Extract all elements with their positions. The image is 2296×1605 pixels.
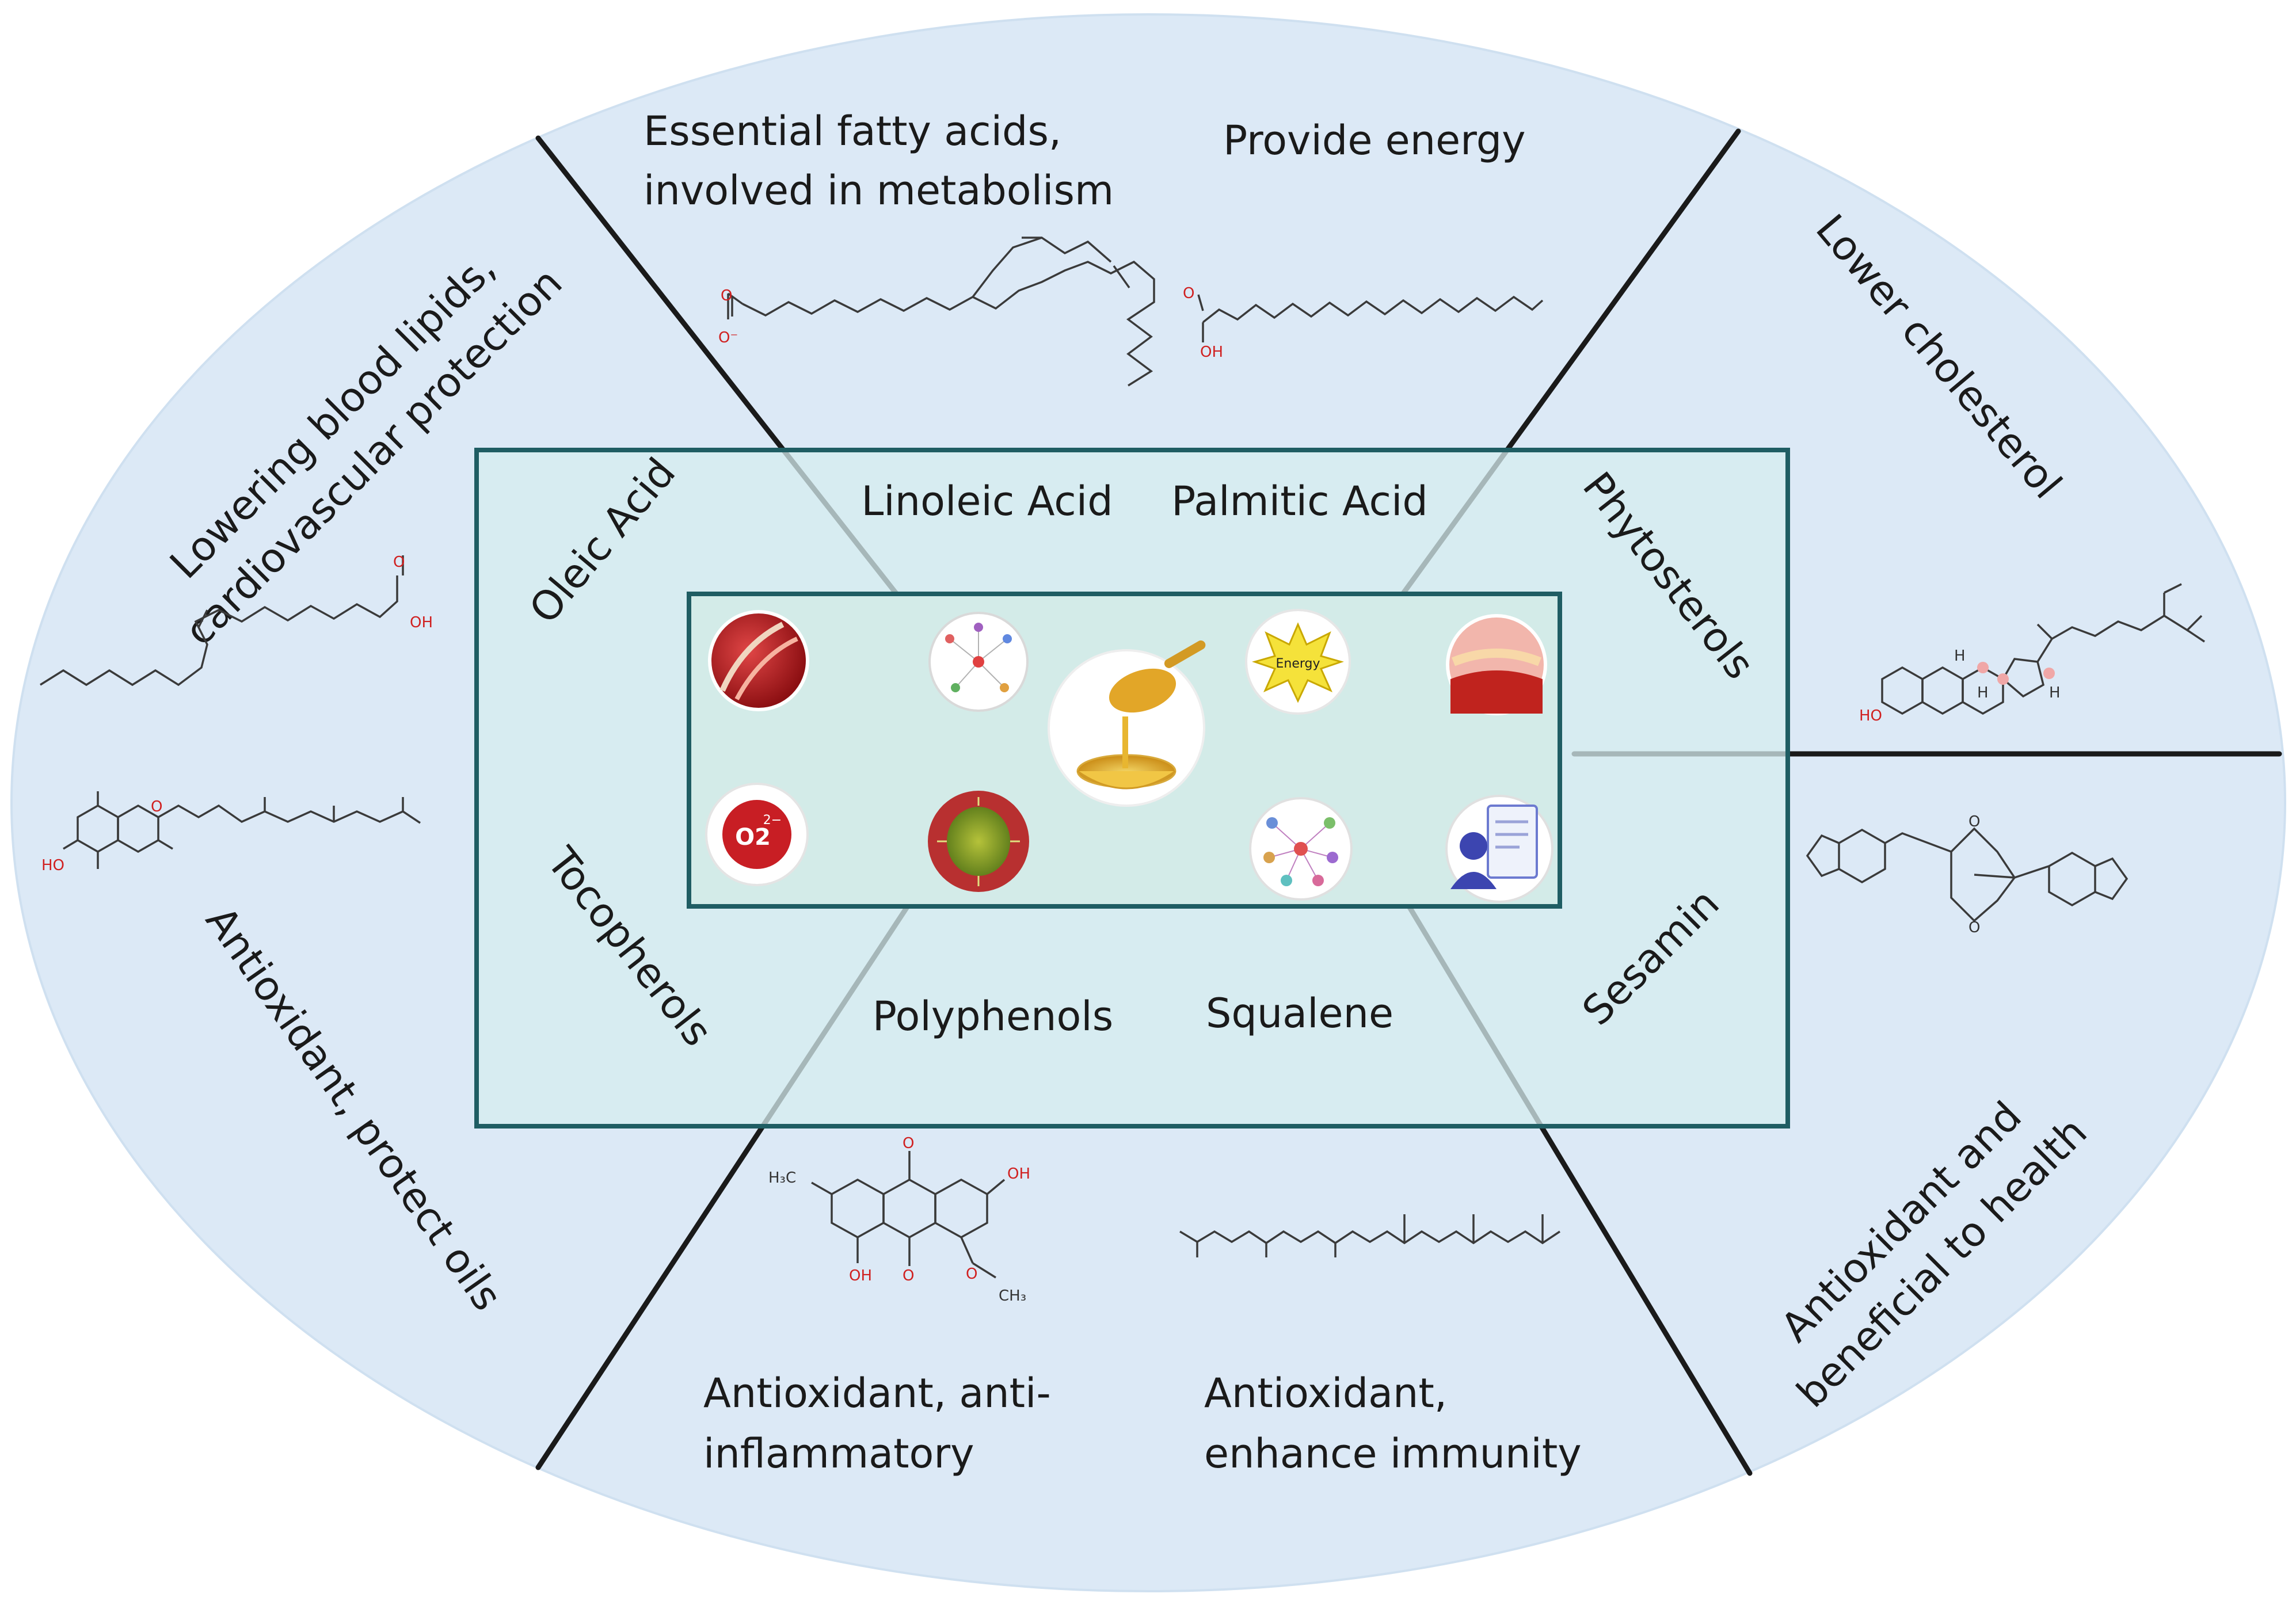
sesamin-o1: O: [1968, 813, 1980, 830]
label-squalene: Squalene: [1206, 990, 1393, 1037]
oleic-o: O: [393, 554, 405, 571]
inflammation-cell-icon: [928, 791, 1029, 892]
function-linoleic: Essential fatty acids, involved in metab…: [644, 108, 1114, 214]
energy-label: Energy: [1275, 657, 1320, 671]
oleic-acid-structure: O OH: [40, 554, 433, 687]
phytosterol-h2: H: [1977, 684, 1989, 702]
artery-plaque-icon: [1446, 614, 1547, 715]
function-squalene-line2: enhance immunity: [1204, 1430, 1582, 1477]
tocopherol-ho: HO: [41, 857, 64, 874]
oleic-oh: OH: [410, 614, 433, 631]
palmitic-oh: OH: [1200, 344, 1223, 361]
squalene-structure: [1179, 1214, 1560, 1257]
label-palmitic-acid: Palmitic Acid: [1171, 478, 1428, 525]
sesamin-structure: O O: [1806, 813, 2129, 936]
health-report-icon: [1445, 795, 1553, 903]
polyphenol-h3c: H₃C: [768, 1169, 796, 1187]
palmitic-acid-structure: O OH: [1183, 285, 1544, 361]
function-palmitic: Provide energy: [1223, 117, 1526, 164]
function-squalene-line1: Antioxidant,: [1204, 1370, 1447, 1417]
linoleic-acid-structure: O O⁻: [718, 237, 1155, 387]
oxygen-radical-icon: O2 2−: [705, 783, 809, 886]
polyphenol-oh-right: OH: [1007, 1165, 1030, 1183]
phytosterol-ho: HO: [1859, 707, 1882, 725]
tocopherol-o: O: [151, 798, 162, 815]
polyphenol-o-top: O: [903, 1135, 914, 1152]
blood-vessel-icon: [708, 610, 809, 711]
palmitic-o: O: [1183, 285, 1194, 302]
function-squalene: Antioxidant, enhance immunity: [1204, 1370, 1582, 1477]
function-linoleic-line1: Essential fatty acids,: [644, 108, 1061, 155]
label-polyphenols: Polyphenols: [873, 993, 1113, 1040]
polyphenol-structure: O O H₃C OH OH O CH₃: [768, 1135, 1030, 1305]
label-linoleic-acid: Linoleic Acid: [861, 478, 1113, 525]
sesamin-o2: O: [1968, 919, 1980, 936]
phytosterol-structure: HO H H H: [1859, 583, 2205, 725]
energy-burst-icon: Energy: [1245, 609, 1351, 715]
tocopherol-structure: O HO: [41, 791, 421, 874]
polyphenol-o-bottom: O: [903, 1267, 914, 1284]
function-polyphenols-line2: inflammatory: [703, 1430, 974, 1477]
function-polyphenols: Antioxidant, anti- inflammatory: [703, 1370, 1051, 1477]
metabolic-network-icon: [928, 612, 1029, 712]
phytosterol-h1: H: [1954, 647, 1966, 665]
immune-network-icon: [1249, 797, 1353, 901]
oxygen-label: O2: [735, 824, 771, 851]
polyphenol-ch3: CH₃: [999, 1287, 1026, 1305]
oxygen-sup: 2−: [763, 813, 782, 828]
oil-honey-dipper-icon: [1048, 640, 1206, 807]
polyphenol-oh-left: OH: [849, 1267, 872, 1284]
linoleic-o: O: [721, 287, 732, 304]
function-polyphenols-line1: Antioxidant, anti-: [703, 1370, 1051, 1417]
phytosterol-h3: H: [2049, 684, 2061, 702]
linoleic-o-minus: O⁻: [718, 329, 738, 346]
polyphenol-o-methoxy: O: [966, 1265, 977, 1283]
function-linoleic-line2: involved in metabolism: [644, 167, 1114, 214]
